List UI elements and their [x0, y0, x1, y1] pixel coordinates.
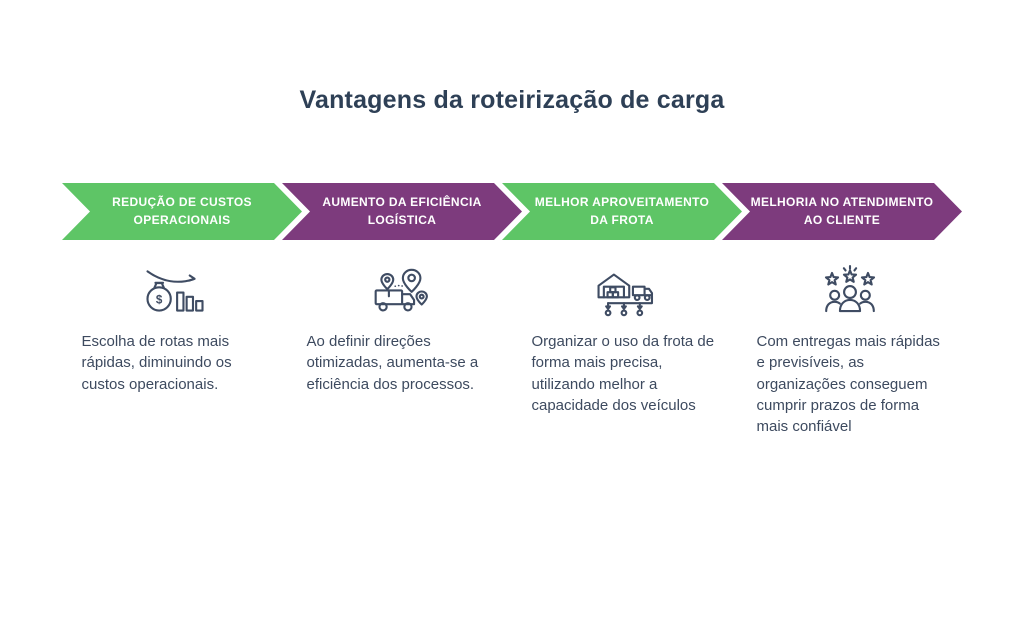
- column-description: Organizar o uso da frota de forma mais p…: [531, 333, 715, 414]
- banner-aumento-eficiencia: AUMENTO DA EFICIÊNCIA LOGÍSTICA: [282, 183, 522, 240]
- column-description: Escolha de rotas mais rápidas, diminuind…: [81, 333, 232, 393]
- column-frota: Organizar o uso da frota de forma mais p…: [512, 264, 737, 437]
- columns-row: $ Escolha de rotas mais rápidas, diminui…: [62, 264, 962, 437]
- column-atendimento: Com entregas mais rápidas e previsíveis,…: [737, 264, 962, 437]
- banner-melhoria-atendimento: MELHORIA NO ATENDIMENTO AO CLIENTE: [722, 183, 962, 240]
- dollar-glyph: $: [155, 293, 162, 306]
- banner-label: REDUÇÃO DE CUSTOS OPERACIONAIS: [112, 195, 252, 227]
- banner-reducao-de-custos: REDUÇÃO DE CUSTOS OPERACIONAIS: [62, 183, 302, 240]
- banner-label: AUMENTO DA EFICIÊNCIA LOGÍSTICA: [322, 195, 482, 227]
- column-description: Ao definir direções otimizadas, aumenta-…: [306, 333, 479, 393]
- banner-label: MELHOR APROVEITAMENTO DA FROTA: [534, 195, 710, 227]
- banner-label: MELHORIA NO ATENDIMENTO AO CLIENTE: [750, 195, 934, 227]
- route-optimization-icon: [366, 264, 434, 318]
- column-custos: $ Escolha de rotas mais rápidas, diminui…: [62, 264, 287, 437]
- customer-satisfaction-icon: [816, 264, 884, 318]
- page-title: Vantagens da roteirização de carga: [299, 86, 725, 114]
- cost-reduction-icon: $: [141, 264, 209, 318]
- fleet-distribution-icon: [591, 264, 659, 318]
- column-description: Com entregas mais rápidas e previsíveis,…: [756, 333, 940, 436]
- banner-row: REDUÇÃO DE CUSTOS OPERACIONAIS AUMENTO D…: [62, 183, 962, 240]
- banner-melhor-aproveitamento: MELHOR APROVEITAMENTO DA FROTA: [502, 183, 742, 240]
- infographic: Vantagens da roteirização de carga REDUÇ…: [0, 86, 1024, 437]
- column-eficiencia: Ao definir direções otimizadas, aumenta-…: [287, 264, 512, 437]
